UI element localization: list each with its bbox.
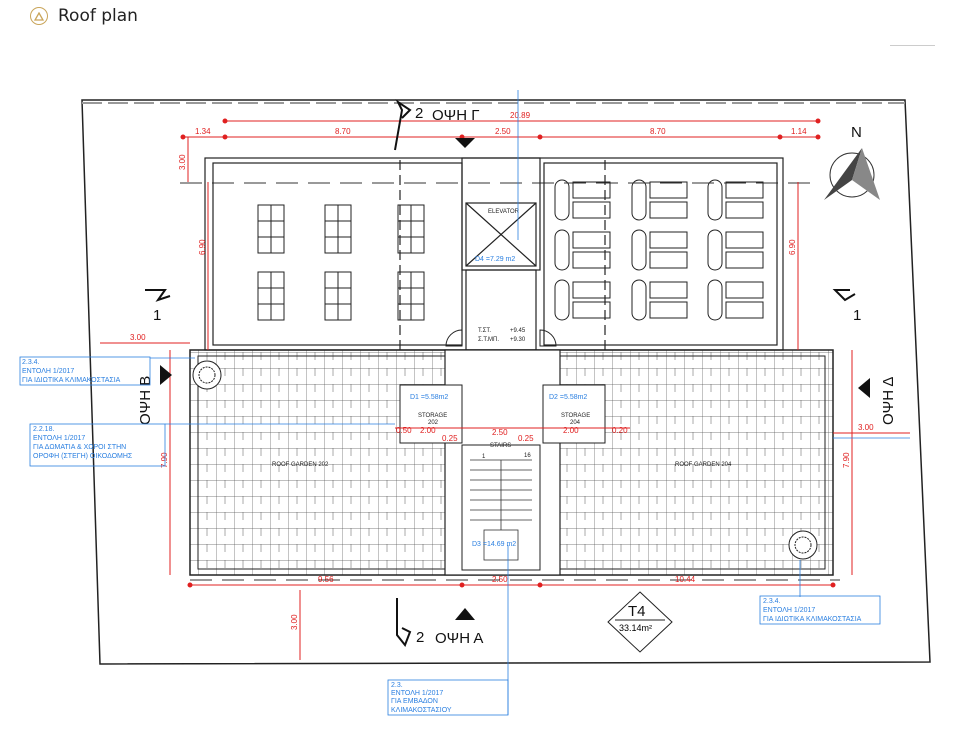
drawing-label: 2.2.18. (33, 426, 54, 433)
dim-upper-right: 6.90 (788, 239, 797, 255)
drawing-label: +9.45 (510, 328, 526, 334)
drawing-label: ΚΛΙΜΑΚΟΣΤΑΣΙΟΥ (391, 707, 452, 714)
dim-top-2: 8.70 (335, 127, 351, 136)
plot-boundary (81, 99, 931, 665)
drawing-label: 2.00 (563, 426, 579, 435)
section-marker-right-icon (832, 289, 856, 302)
dim-lower-right: 7.90 (842, 452, 851, 468)
elevator-label: ELEVATOR (488, 209, 520, 215)
drawing-label: ΕΝΤΟΛΗ 1/2017 (22, 368, 74, 375)
drawing-label: Τ.ΣΤ. (478, 328, 491, 334)
drawing-label: 0.25 (518, 434, 534, 443)
page-title: Roof plan (58, 6, 138, 26)
d2-area: D2 =5.58m2 (549, 394, 587, 401)
dim-top-3: 2.50 (495, 127, 511, 136)
view-arrow-bottom-icon (455, 608, 475, 620)
drawing-label: 2 (416, 629, 424, 646)
drawing-label: 204 (570, 420, 581, 426)
drawing-label: 33.14m² (619, 623, 652, 633)
drawing-label: ΓΙΑ ΔΩΜΑΤΙΑ & ΧΩΡΟΙ ΣΤΗΝ (33, 444, 126, 451)
dim-top-setback: 3.00 (178, 154, 187, 170)
drawing-label: ΕΝΤΟΛΗ 1/2017 (33, 435, 85, 442)
stairs-area: D3 =14.69 m2 (472, 541, 516, 548)
roof-garden (189, 329, 834, 576)
garden-right-label: ROOF GARDEN 204 (675, 462, 732, 468)
upper-block (204, 157, 784, 351)
view-bottom-label: ΟΨΗ Α (435, 630, 483, 647)
spiral-stair-right (788, 530, 818, 560)
stairs-label: STAIRS (490, 443, 511, 449)
room-labels: ELEVATOR D4 =7.29 m2 Τ.ΣΤ. +9.45 Σ.Τ.ΜΠ.… (272, 209, 732, 548)
drawing-label: 1 (853, 307, 861, 324)
dim-bottom-3: 10.44 (675, 575, 696, 584)
annotation-texts: 2.3.4. ΕΝΤΟΛΗ 1/2017 ΓΙΑ ΙΔΙΩΤΙΚΑ ΚΛΙΜΑΚ… (22, 359, 862, 714)
drawing-label: 202 (428, 420, 439, 426)
dim-total: 20.89 (510, 111, 531, 120)
dim-bottom-1: 9.56 (318, 575, 334, 584)
view-arrow-right-icon (858, 378, 870, 398)
page-header: Roof plan (30, 6, 138, 26)
drawing-label: STORAGE (561, 413, 590, 419)
spiral-stair-left (192, 360, 222, 390)
drawing-label: 2.00 (420, 426, 436, 435)
drawing-label: 0.20 (612, 426, 628, 435)
section-marker-bottom-icon (396, 598, 412, 647)
drawing-label: 2.3. (391, 682, 403, 689)
dimension-labels: 20.89 1.34 8.70 2.50 8.70 1.14 9.56 2.50… (130, 111, 874, 630)
view-arrow-top-icon (455, 138, 475, 148)
dim-top-4: 8.70 (650, 127, 666, 136)
dim-top-1: 1.34 (195, 127, 211, 136)
drawing-label: 16 (524, 453, 531, 459)
view-top-label: ΟΨΗ Γ (432, 107, 479, 124)
triangle-warning-icon (30, 7, 48, 25)
drawing-label: 2.50 (492, 428, 508, 437)
area-tag: T4 33.14m² (607, 591, 673, 653)
dim-right-setback: 3.00 (858, 423, 874, 432)
drawing-label: 2.3.4. (22, 359, 40, 366)
drawing-label: 2.3.4. (763, 598, 781, 605)
drawing-label: ΟΡΟΦΗ (ΣΤΕΓΗ) ΟΙΚΟΔΟΜΗΣ (33, 453, 133, 460)
drawing-label: STORAGE (418, 413, 447, 419)
view-right-label: ΟΨΗ Δ (880, 377, 897, 425)
drawing-label: N (851, 124, 862, 141)
drawing-label: T4 (628, 603, 646, 620)
drawing-label: 0.25 (442, 434, 458, 443)
left-wing-windows (257, 204, 425, 321)
view-markers: ΟΨΗ Γ 2 ΟΨΗ Α 2 ΟΨΗ Β ΟΨΗ Δ 1 1 (137, 99, 897, 647)
drawing-label: 1 (153, 307, 161, 324)
dim-lower-left: 7.90 (160, 452, 169, 468)
drawing-label: +9.30 (510, 337, 526, 343)
view-arrow-left-icon (160, 365, 172, 385)
drawing-label: ΓΙΑ ΕΜΒΑΔΟΝ (391, 698, 438, 705)
drawing-label: 1 (482, 454, 486, 460)
drawing-label: Σ.Τ.ΜΠ. (478, 337, 499, 343)
dim-bottom-2: 2.50 (492, 575, 508, 584)
dim-top-5: 1.14 (791, 127, 807, 136)
annotations (19, 90, 910, 716)
d1-area: D1 =5.58m2 (410, 394, 448, 401)
section-marker-top-icon (394, 99, 412, 151)
dim-left-setback: 3.00 (130, 333, 146, 342)
elevator-area: D4 =7.29 m2 (475, 256, 515, 263)
garden-left-label: ROOF GARDEN 202 (272, 462, 329, 468)
drawing-label: 2 (415, 105, 423, 122)
dimension-lines (100, 118, 910, 660)
view-left-label: ΟΨΗ Β (137, 376, 154, 425)
dim-upper-left: 6.90 (198, 239, 207, 255)
drawing-label: ΓΙΑ ΙΔΙΩΤΙΚΑ ΚΛΙΜΑΚΟΣΤΑΣΙΑ (763, 616, 862, 623)
drawing-label: ΕΝΤΟΛΗ 1/2017 (763, 607, 815, 614)
right-wing-skylights (554, 179, 764, 321)
section-marker-left-icon (145, 289, 171, 302)
dim-bottom-setback: 3.00 (290, 614, 299, 630)
drawing-label: 0.50 (396, 426, 412, 435)
drawing-label: ΕΝΤΟΛΗ 1/2017 (391, 690, 443, 697)
north-arrow-icon: N (824, 124, 880, 200)
divider (890, 45, 935, 46)
drawing-label: ΓΙΑ ΙΔΙΩΤΙΚΑ ΚΛΙΜΑΚΟΣΤΑΣΙΑ (22, 377, 121, 384)
